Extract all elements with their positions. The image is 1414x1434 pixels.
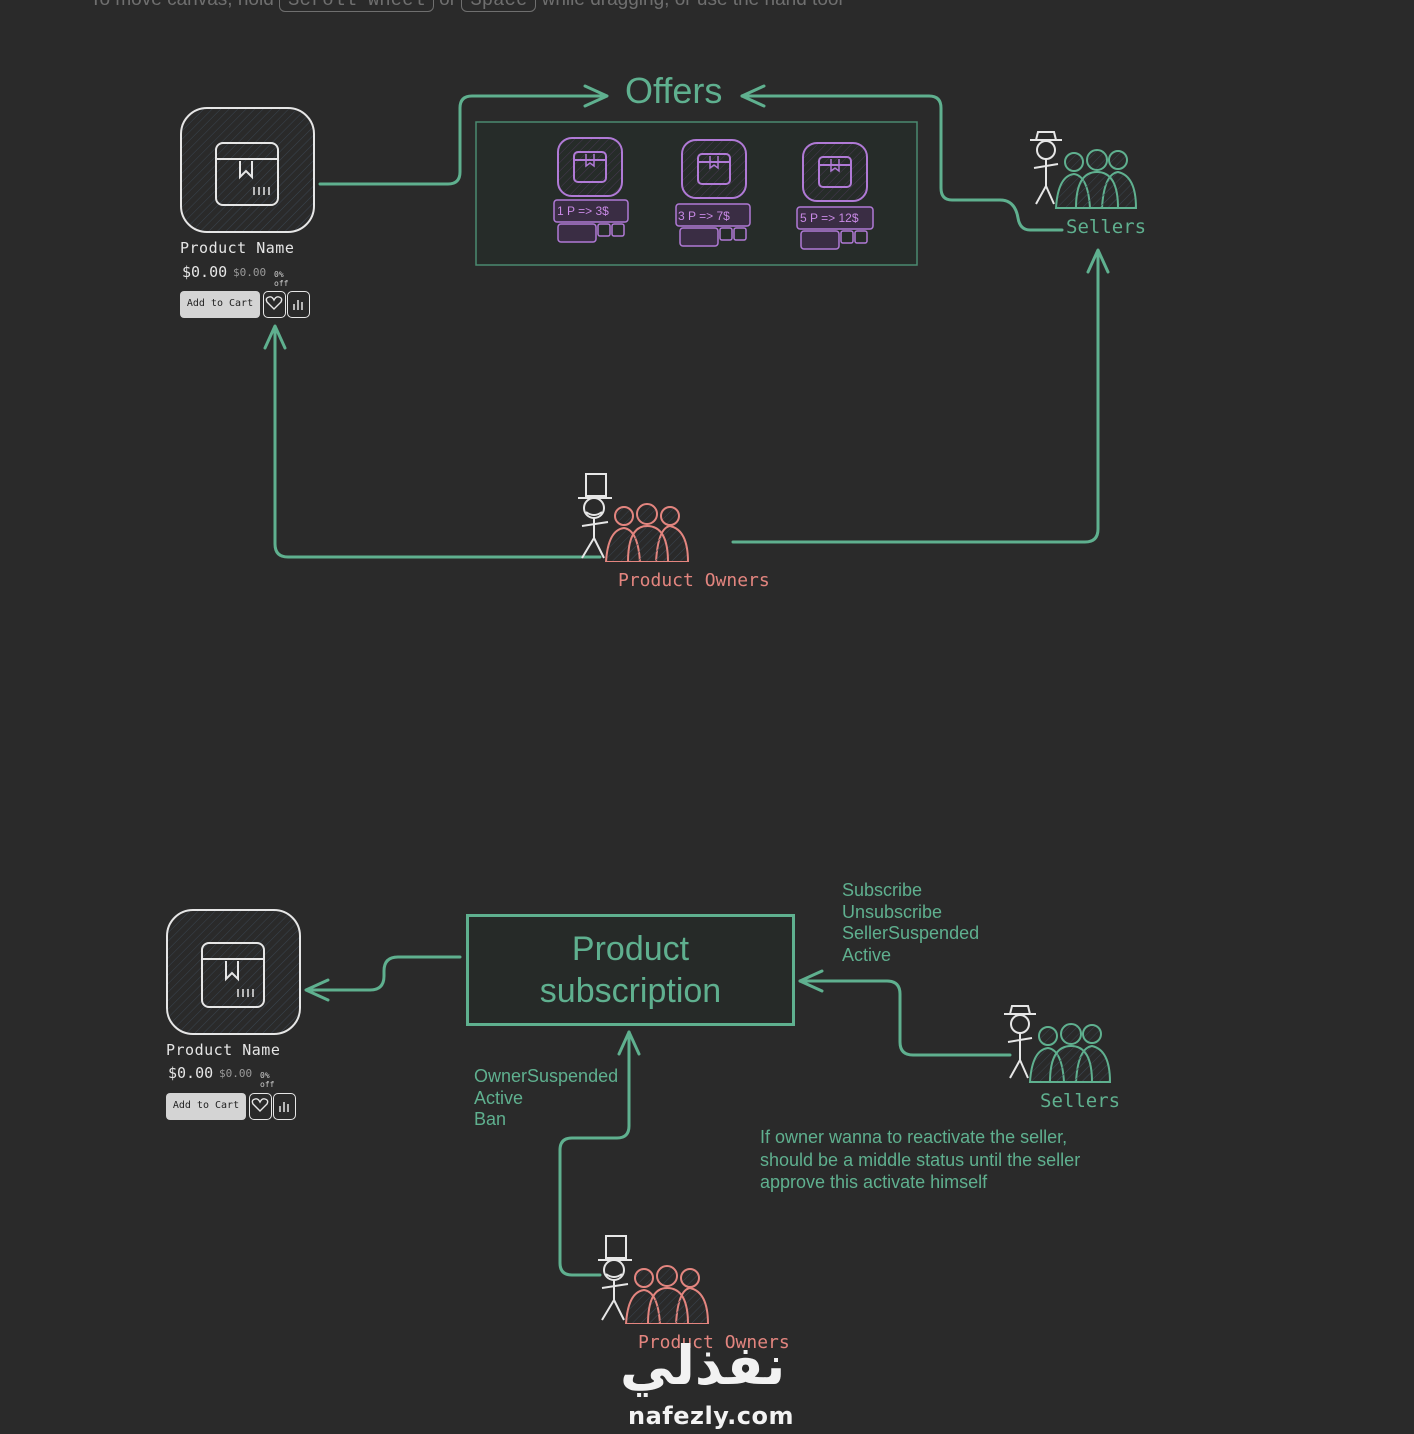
status-item: Subscribe	[842, 880, 923, 900]
offer-price-label: 1 P => 3$	[557, 204, 609, 218]
sellers-label: Sellers	[1040, 1090, 1121, 1112]
offer-price-label: 5 P => 12$	[800, 211, 859, 225]
wishlist-button[interactable]	[263, 291, 286, 318]
sellers-people-icon	[1030, 131, 1138, 209]
add-to-cart-button[interactable]: Add to Cart	[166, 1093, 246, 1120]
hint-text: To move canvas, hold	[90, 0, 274, 10]
space-key: Space	[461, 0, 537, 12]
status-item: OwnerSuspended	[474, 1066, 619, 1086]
product-price: $0.00	[168, 1064, 214, 1082]
compare-button[interactable]	[273, 1093, 296, 1120]
package-icon	[180, 107, 315, 233]
arrowhead	[740, 84, 766, 108]
status-item: Ban	[474, 1109, 507, 1129]
note-line: If owner wanna to reactivate the seller,	[760, 1127, 1068, 1147]
arrow-subscription-to-product	[305, 955, 462, 992]
product-icon	[553, 137, 629, 243]
arrow-product-to-offers	[318, 94, 607, 186]
hint-text: while dragging, or use the hand tool	[542, 0, 843, 10]
package-icon	[166, 909, 301, 1035]
arrow-owners-to-subscription	[558, 1030, 631, 1277]
arrowhead	[798, 969, 824, 993]
arrowhead	[1086, 248, 1110, 274]
sellers-people-icon	[1004, 1005, 1112, 1083]
watermark-logo-latin: nafezly.com	[628, 1402, 794, 1430]
status-item: Active	[474, 1087, 524, 1108]
arrowhead	[583, 84, 609, 108]
product-owners-label: Product Owners	[638, 1332, 790, 1353]
product-discount: 0% off	[260, 1071, 275, 1089]
heart-icon	[251, 1098, 269, 1112]
sellers-group: Sellers	[1026, 128, 1146, 240]
product-name: Product Name	[180, 239, 295, 257]
arrowhead	[617, 1030, 641, 1056]
arrow-sellers-to-offers	[740, 94, 1064, 232]
status-item: Active	[842, 944, 892, 965]
sellers-group: Sellers	[1000, 1002, 1120, 1114]
bar-chart-icon	[279, 1102, 289, 1112]
compare-button[interactable]	[287, 291, 310, 318]
reactivation-note: If owner wanna to reactivate the seller,…	[760, 1126, 1140, 1194]
status-item: Unsubscribe	[842, 901, 943, 922]
scroll-wheel-key: Scroll wheel	[279, 0, 434, 12]
offer-card: 1 P => 3$	[552, 136, 630, 248]
subscription-title-line2: subscription	[539, 972, 722, 1010]
product-subscription-box: Product subscription	[466, 914, 795, 1026]
wishlist-button[interactable]	[249, 1093, 272, 1120]
offer-card: 5 P => 12$	[795, 141, 875, 253]
product-icon	[796, 142, 874, 250]
arrowhead	[304, 978, 330, 1002]
product-owners-group: Product Owners	[576, 470, 776, 596]
note-line: should be a middle status until the sell…	[760, 1149, 1081, 1170]
watermark-logo-arabic: نفذلي	[620, 1334, 786, 1397]
owner-status-list: OwnerSuspended Active Ban	[474, 1066, 618, 1131]
product-icon	[675, 139, 751, 247]
product-old-price: $0.00	[219, 1067, 253, 1080]
seller-status-list: Subscribe Unsubscribe SellerSuspended Ac…	[842, 880, 979, 966]
subscription-title-line1: Product	[571, 930, 690, 968]
status-item: SellerSuspended	[842, 923, 980, 943]
arrow-sellers-to-subscription	[798, 979, 1012, 1057]
product-owners-label: Product Owners	[618, 570, 770, 591]
product-owners-people-icon	[578, 473, 690, 563]
arrow-owners-to-product	[273, 326, 602, 559]
offers-title: Offers	[625, 70, 723, 111]
offer-price-label: 3 P => 7$	[678, 209, 730, 223]
offer-card: 3 P => 7$	[674, 138, 752, 250]
product-card-top: Product Name $0.00 $0.00 0% off Add to C…	[180, 107, 320, 322]
product-card-bottom: Product Name $0.00 $0.00 0% off Add to C…	[166, 909, 306, 1124]
product-name: Product Name	[166, 1041, 281, 1059]
product-owners-group: Product Owners	[596, 1232, 796, 1358]
arrow-owners-to-sellers	[731, 250, 1100, 544]
arrowhead	[263, 324, 287, 350]
canvas-hint: To move canvas, hold Scroll wheel or Spa…	[90, 0, 843, 12]
note-line: approve this activate himself	[760, 1172, 988, 1192]
product-owners-people-icon	[598, 1235, 710, 1325]
sellers-label: Sellers	[1066, 216, 1147, 238]
product-old-price: $0.00	[233, 266, 267, 279]
bar-chart-icon	[293, 300, 303, 310]
product-discount: 0% off	[274, 270, 289, 288]
hint-text: or	[439, 0, 456, 10]
add-to-cart-button[interactable]: Add to Cart	[180, 291, 260, 318]
product-price: $0.00	[182, 263, 228, 281]
heart-icon	[265, 296, 283, 310]
